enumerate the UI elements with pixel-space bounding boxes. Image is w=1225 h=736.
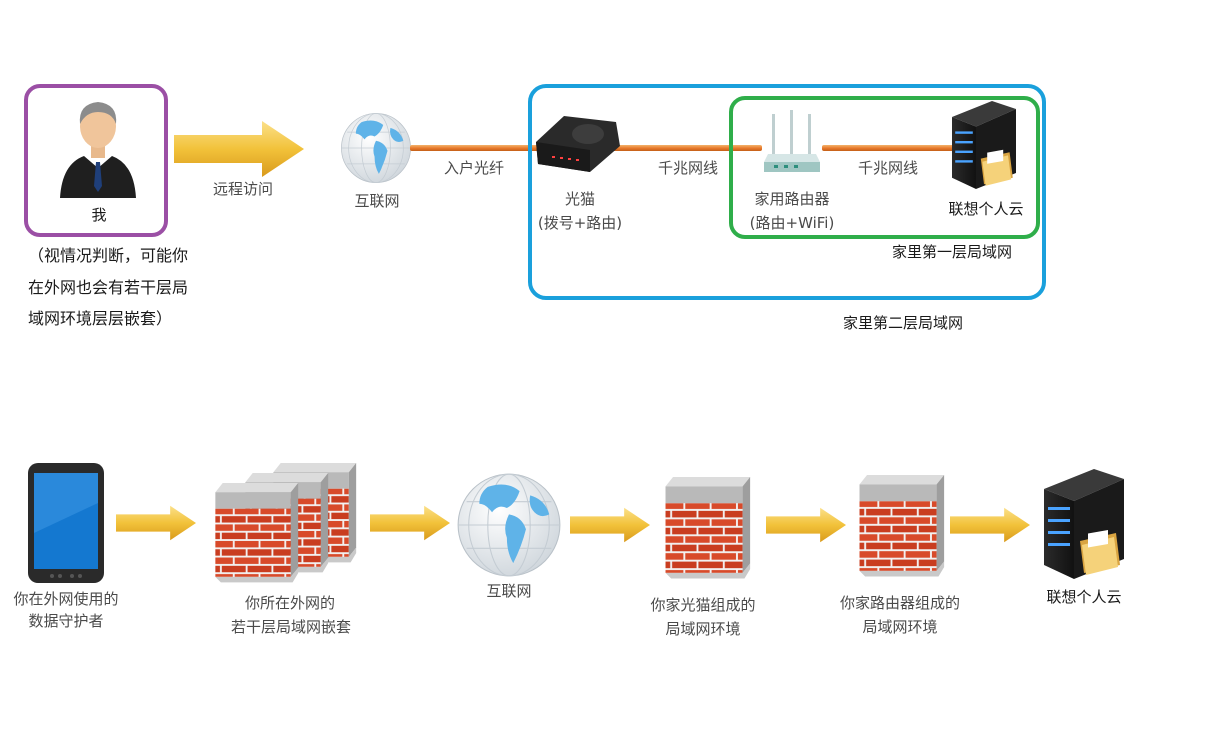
modem-sublabel: (拨号+路由) (537, 214, 623, 232)
outer-firewall-label-2: 若干层局域网嵌套 (230, 618, 351, 636)
outer-firewall-icon (215, 463, 357, 583)
home-lan1-box (729, 96, 1040, 239)
router-icon (764, 110, 820, 172)
remote-access-label: 远程访问 (212, 180, 273, 198)
router-sublabel: (路由+WiFi) (749, 214, 835, 232)
internet-label-bottom: 互联网 (486, 582, 532, 600)
me-label: 我 (91, 206, 107, 224)
note-line-1: （视情况判断，可能你 (28, 246, 189, 265)
internet-globe-icon (341, 113, 411, 183)
router-firewall-icon (859, 475, 945, 577)
gigabit-cable-2 (822, 145, 958, 151)
note-line-2: 在外网也会有若干层局 (28, 278, 189, 297)
home-lan2-box (528, 84, 1046, 300)
tablet-label-2: 数据守护者 (28, 612, 104, 630)
modem-firewall-icon (665, 477, 751, 579)
fiber-cable (410, 145, 540, 151)
tablet-label-1: 你在外网使用的 (13, 590, 119, 608)
internet-label: 互联网 (354, 192, 400, 210)
gigabit-label-1: 千兆网线 (657, 159, 718, 177)
gigabit-label-2: 千兆网线 (857, 159, 918, 177)
note-line-3: 域网环境层层嵌套） (28, 309, 173, 328)
flow-arrow-3 (570, 507, 650, 543)
lan2-label: 家里第二层局域网 (842, 314, 963, 332)
modem-label: 光猫 (564, 190, 595, 208)
nas-server-icon (952, 101, 1016, 189)
flow-arrow-2 (370, 505, 450, 541)
nas-server-icon-bottom (1044, 469, 1124, 579)
modem-icon (536, 116, 620, 172)
flow-arrow-4 (766, 507, 846, 543)
internet-globe-icon-bottom (457, 473, 561, 577)
modem-firewall-label-2: 局域网环境 (665, 620, 741, 638)
person-icon (60, 102, 136, 198)
modem-firewall-label-1: 你家光猫组成的 (650, 596, 756, 614)
remote-access-arrow (174, 121, 304, 177)
router-label: 家用路由器 (754, 190, 830, 208)
lan1-label: 家里第一层局域网 (891, 243, 1012, 261)
outer-firewall-label-1: 你所在外网的 (244, 594, 335, 612)
router-firewall-label-2: 局域网环境 (862, 618, 938, 636)
flow-arrow-1 (116, 505, 196, 541)
nas-label: 联想个人云 (948, 200, 1024, 218)
router-firewall-label-1: 你家路由器组成的 (839, 594, 960, 612)
tablet-icon (28, 463, 104, 583)
nas-label-bottom: 联想个人云 (1046, 588, 1122, 606)
gigabit-cable-1 (612, 145, 762, 151)
flow-arrow-5 (950, 507, 1030, 543)
fiber-label: 入户光纤 (443, 159, 504, 177)
me-box (24, 84, 168, 237)
